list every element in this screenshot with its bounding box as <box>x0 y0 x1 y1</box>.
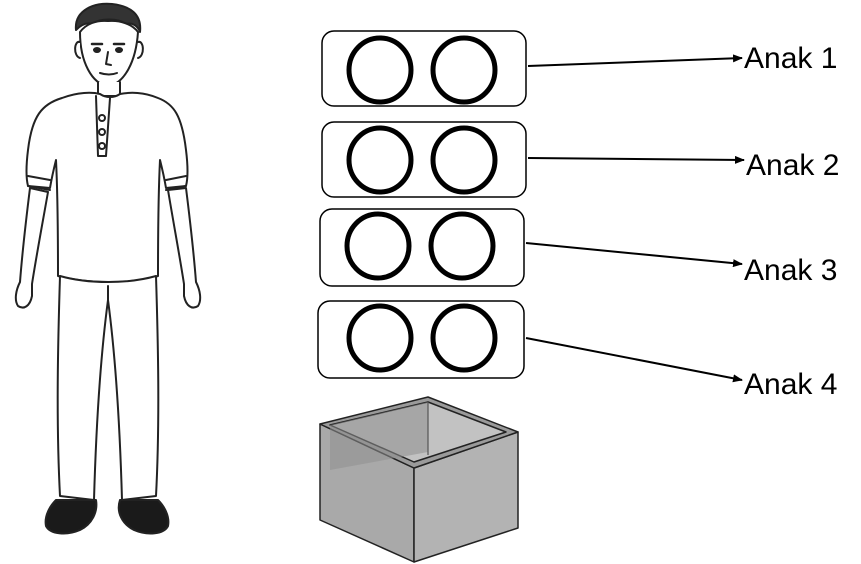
arrow-3 <box>526 243 742 264</box>
coin-box-4 <box>318 301 524 378</box>
coin-box-2 <box>322 122 526 197</box>
arrow-1 <box>528 58 742 66</box>
label-child-4: Anak 4 <box>744 370 837 400</box>
man-right-shoe <box>119 500 169 533</box>
arrows <box>526 58 744 380</box>
man-shirt <box>27 93 188 282</box>
man-figure <box>16 4 200 534</box>
man-left-arm <box>16 188 48 308</box>
arrow-4 <box>526 338 742 380</box>
coin-boxes <box>318 31 526 378</box>
label-child-3: Anak 3 <box>744 256 837 286</box>
man-left-shoe <box>46 500 97 533</box>
label-child-2: Anak 2 <box>746 151 839 181</box>
open-box <box>320 397 518 562</box>
man-head <box>80 21 138 86</box>
coin-box-3 <box>320 209 524 286</box>
man-trousers <box>58 276 159 500</box>
arrow-2 <box>528 158 744 160</box>
label-child-1: Anak 1 <box>744 44 837 74</box>
coin-box-1 <box>322 31 526 106</box>
man-right-arm <box>168 188 200 308</box>
